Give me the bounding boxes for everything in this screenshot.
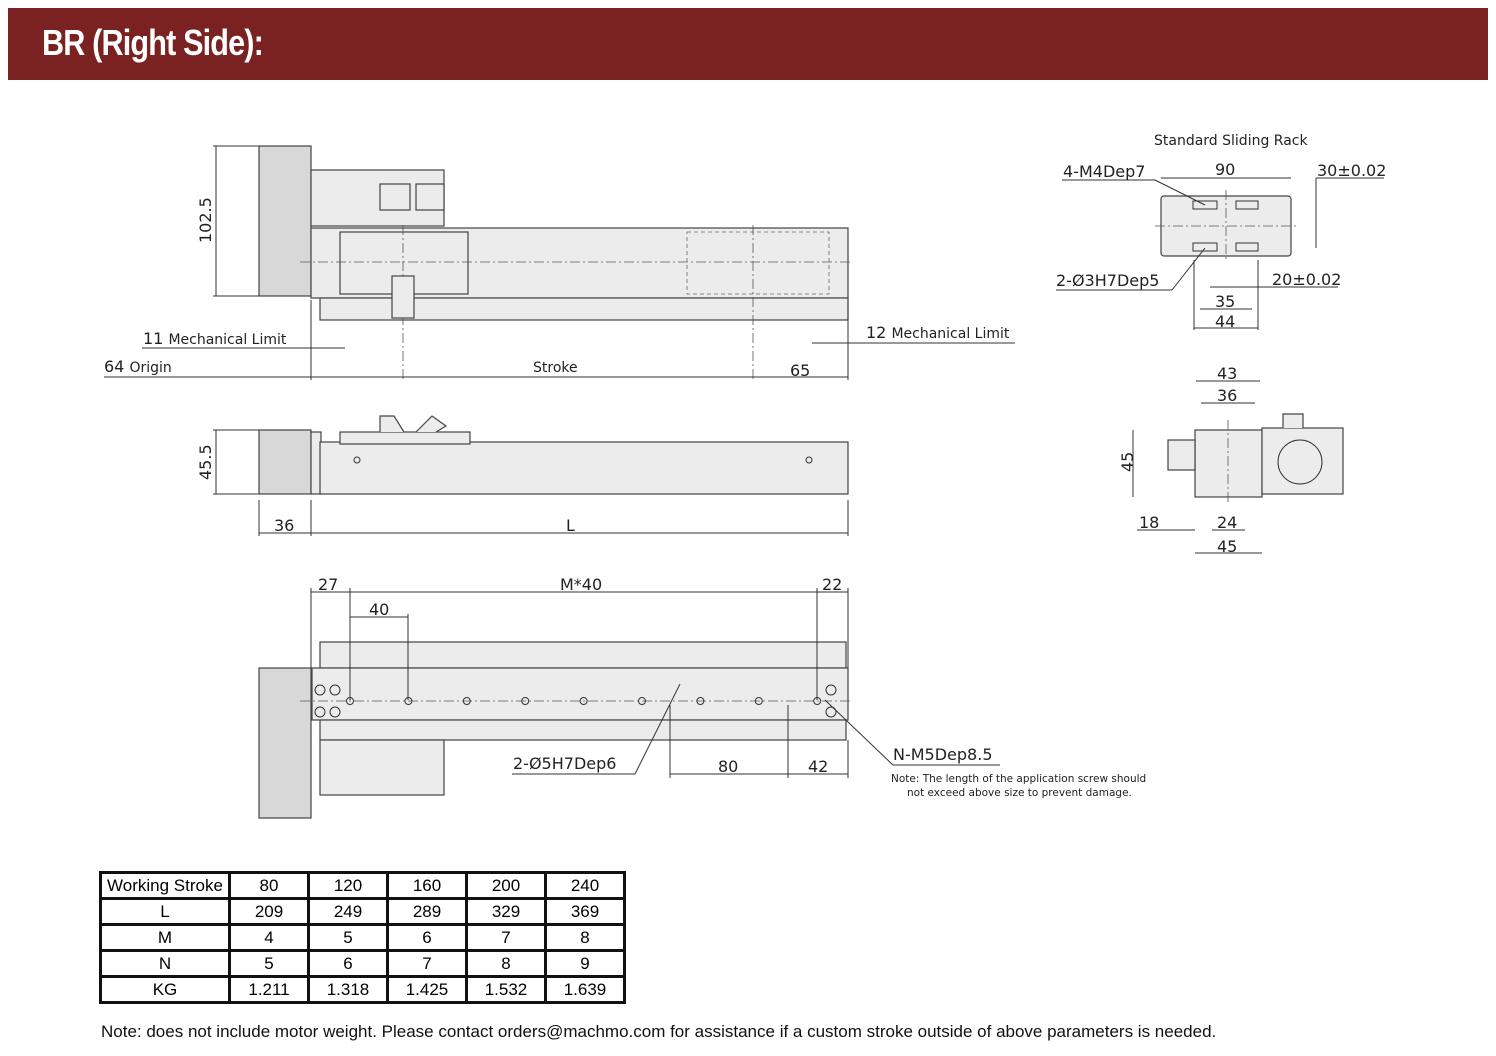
table-cell: 1.425 <box>386 975 468 1004</box>
stroke-label: Stroke <box>533 360 578 376</box>
svg-text:45: 45 <box>1118 452 1137 472</box>
table-cell: 200 <box>465 871 547 900</box>
table-cell: 7 <box>465 923 547 952</box>
svg-text:36: 36 <box>1217 386 1237 405</box>
table-cell: 6 <box>386 923 468 952</box>
table-cell: 80 <box>228 871 310 900</box>
table-cell: 249 <box>307 897 389 926</box>
svg-text:11 Mechanical Limit: 11 Mechanical Limit <box>143 329 287 348</box>
svg-text:M*40: M*40 <box>560 575 602 594</box>
screw-hole <box>314 684 326 696</box>
mounting-hole <box>696 697 705 705</box>
bottom-view: 27 M*40 22 40 2-Ø5H7Dep6 80 42 N-M5Dep8.… <box>258 575 1146 819</box>
table-cell: 1.639 <box>544 975 626 1004</box>
table-cell: 329 <box>465 897 547 926</box>
svg-text:45.5: 45.5 <box>196 444 215 480</box>
table-cell: 6 <box>307 949 389 978</box>
table-cell: 8 <box>544 923 626 952</box>
svg-text:65: 65 <box>790 361 810 380</box>
mounting-hole <box>754 697 763 705</box>
svg-text:43: 43 <box>1217 364 1237 383</box>
table-cell: 1.532 <box>465 975 547 1004</box>
svg-text:64 Origin: 64 Origin <box>104 357 172 376</box>
svg-text:2-Ø3H7Dep5: 2-Ø3H7Dep5 <box>1056 271 1159 290</box>
svg-text:L: L <box>566 516 575 535</box>
row-header: Working Stroke <box>99 871 231 900</box>
side-view: 45.5 36 L <box>196 415 849 536</box>
table-cell: 4 <box>228 923 310 952</box>
svg-text:Note: The length of the applic: Note: The length of the application scre… <box>891 773 1146 785</box>
svg-text:42: 42 <box>808 757 828 776</box>
svg-text:90: 90 <box>1215 160 1235 179</box>
table-cell: 5 <box>228 949 310 978</box>
screw-hole <box>329 706 341 718</box>
table-cell: 7 <box>386 949 468 978</box>
footer-note: Note: does not include motor weight. Ple… <box>101 1022 1217 1041</box>
screw-hole <box>329 684 341 696</box>
svg-text:30±0.02: 30±0.02 <box>1317 161 1386 180</box>
end-view: 43 36 45 18 24 45 <box>1118 364 1344 556</box>
mounting-hole <box>462 697 471 705</box>
svg-text:not exceed above size to preve: not exceed above size to prevent damage. <box>907 787 1132 799</box>
height-dim: 102.5 <box>196 197 215 243</box>
svg-text:20±0.02: 20±0.02 <box>1272 270 1341 289</box>
table-cell: 369 <box>544 897 626 926</box>
table-cell: 8 <box>465 949 547 978</box>
screw-hole <box>314 706 326 718</box>
screw-hole <box>825 684 837 696</box>
svg-text:Standard Sliding Rack: Standard Sliding Rack <box>1154 133 1308 149</box>
svg-text:27: 27 <box>318 575 338 594</box>
svg-text:35: 35 <box>1215 292 1235 311</box>
svg-text:2-Ø5H7Dep6: 2-Ø5H7Dep6 <box>513 754 616 773</box>
screw-hole <box>825 706 837 718</box>
table-cell: 289 <box>386 897 468 926</box>
section-title: BR (Right Side): <box>42 22 264 63</box>
svg-text:44: 44 <box>1215 312 1235 331</box>
svg-text:22: 22 <box>822 575 842 594</box>
svg-text:24: 24 <box>1217 513 1237 532</box>
svg-text:18: 18 <box>1139 513 1159 532</box>
table-cell: 209 <box>228 897 310 926</box>
table-cell: 240 <box>544 871 626 900</box>
svg-text:80: 80 <box>718 757 738 776</box>
svg-text:4-M4Dep7: 4-M4Dep7 <box>1063 162 1145 181</box>
table-cell: 120 <box>307 871 389 900</box>
svg-text:36: 36 <box>274 516 294 535</box>
row-header: M <box>99 923 231 952</box>
mounting-hole <box>579 697 588 705</box>
table-cell: 5 <box>307 923 389 952</box>
svg-text:40: 40 <box>369 600 389 619</box>
section-header: BR (Right Side): <box>8 8 1488 80</box>
row-header: N <box>99 949 231 978</box>
table-cell: 1.318 <box>307 975 389 1004</box>
svg-text:45: 45 <box>1217 537 1237 556</box>
table-cell: 9 <box>544 949 626 978</box>
sliding-rack-view: Standard Sliding Rack 4-M4Dep7 90 30±0.0… <box>1056 133 1386 331</box>
svg-text:N-M5Dep8.5: N-M5Dep8.5 <box>893 745 993 764</box>
row-header: KG <box>99 975 231 1004</box>
table-cell: 1.211 <box>228 975 310 1004</box>
svg-text:12 Mechanical Limit: 12 Mechanical Limit <box>866 323 1010 342</box>
row-header: L <box>99 897 231 926</box>
mounting-hole <box>521 697 530 705</box>
top-view: 102.5 11 Mechanical Limit 64 Origin Stro… <box>104 145 1015 380</box>
table-cell: 160 <box>386 871 468 900</box>
mounting-hole <box>638 697 646 705</box>
